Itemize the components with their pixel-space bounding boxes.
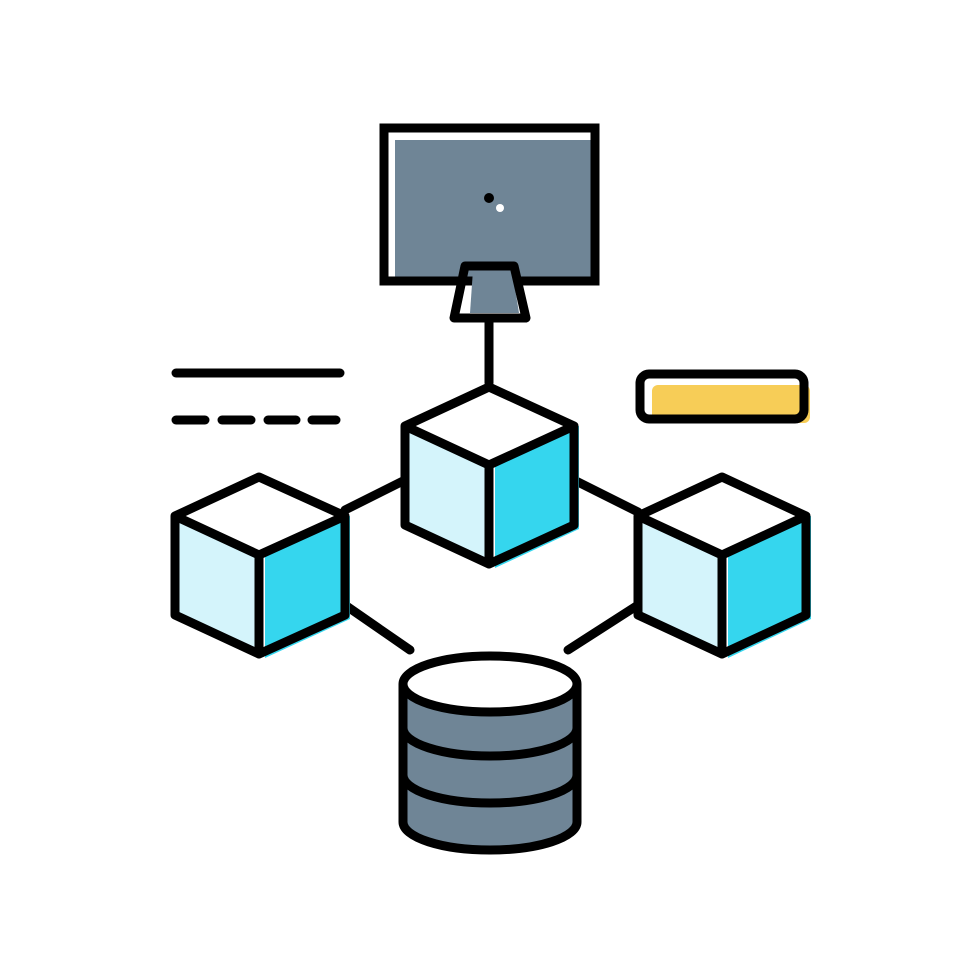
database-top-face <box>403 656 577 712</box>
cube-light-face <box>638 516 722 654</box>
connector-top-to-left-cube <box>340 475 410 515</box>
connector-right-cube-to-database <box>563 600 643 655</box>
database-icon <box>398 651 582 855</box>
status-bar-fill <box>652 385 810 423</box>
cube-icon-top <box>400 382 579 569</box>
monitor-dot-dark <box>484 193 494 203</box>
database-ring-1 <box>398 727 582 761</box>
database-bottom-outline <box>398 821 582 855</box>
cube-icon-right <box>633 472 811 659</box>
database-body-fill <box>403 684 577 850</box>
status-bar-outline <box>635 369 809 424</box>
connection-lines <box>340 313 643 655</box>
text-lines-icon <box>171 368 345 425</box>
connector-left-cube-to-database <box>340 600 415 655</box>
cube-light-face <box>405 426 489 564</box>
monitor-icon <box>379 123 600 323</box>
monitor-screen <box>395 140 596 281</box>
monitor-stand <box>449 261 531 323</box>
cube-light-face <box>175 516 259 654</box>
monitor-stand-fill <box>470 270 519 313</box>
status-bar-icon <box>635 369 810 424</box>
cube-icon-left <box>170 472 350 659</box>
connector-top-to-right-cube <box>569 475 643 517</box>
monitor-dot-light <box>496 204 504 212</box>
database-ring-2 <box>398 774 582 808</box>
